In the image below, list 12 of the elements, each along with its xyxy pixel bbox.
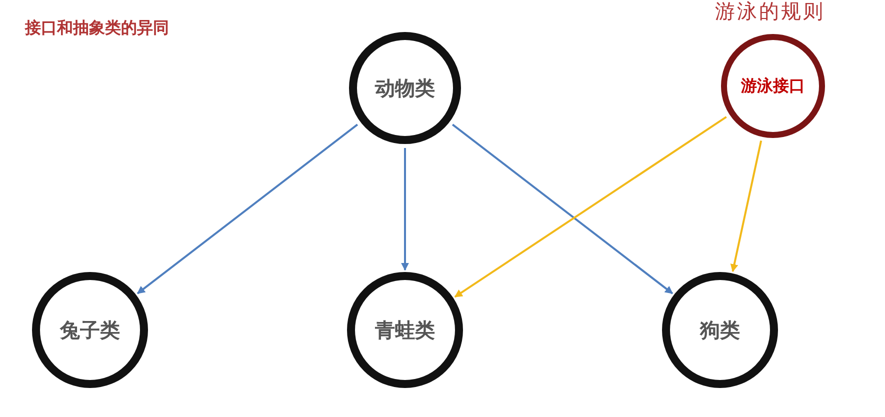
arrow <box>136 124 358 294</box>
circle-node: 狗类 <box>662 272 778 388</box>
arrow <box>401 148 409 271</box>
title: 接口和抽象类的异同 <box>25 18 169 39</box>
arrow <box>730 140 762 272</box>
handwritten-note: 游泳的规则 <box>715 0 825 25</box>
arrow <box>454 116 727 298</box>
arrow <box>452 124 674 294</box>
circle-node: 青蛙类 <box>347 272 463 388</box>
circle-node: 游泳接口 <box>721 34 825 138</box>
circle-node: 兔子类 <box>32 272 148 388</box>
circle-node: 动物类 <box>349 32 461 144</box>
